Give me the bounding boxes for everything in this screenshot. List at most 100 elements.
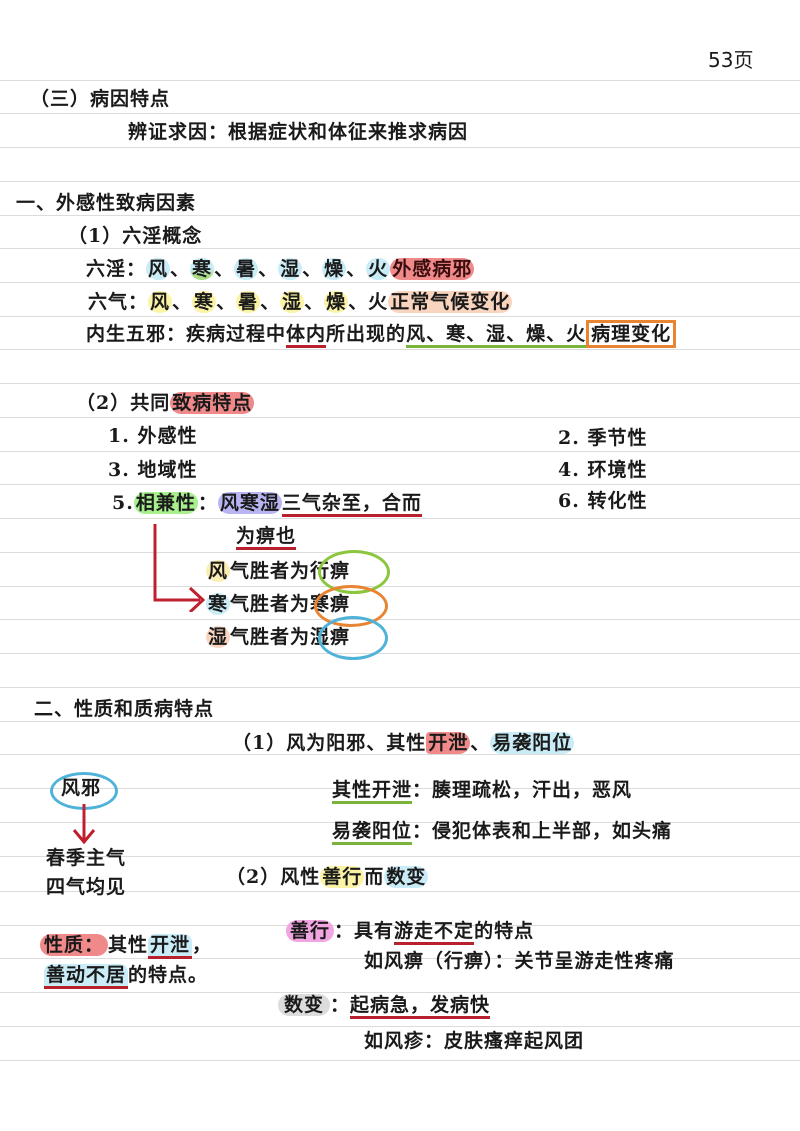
rule-line	[0, 181, 800, 182]
shubian-example: 如风疹：皮肤瘙痒起风团	[364, 1030, 585, 1052]
liuqi-item: 火	[368, 291, 389, 313]
shanxing-example: 如风痹（行痹）：关节呈游走性疼痛	[364, 950, 675, 972]
shanxing-row: 善行：具有游走不定的特点	[286, 918, 535, 945]
liuyin-item: 暑	[234, 258, 259, 280]
liuyin-item: 风	[146, 258, 171, 280]
arrow-icon	[153, 524, 206, 612]
liuqi-item: 暑	[236, 291, 261, 313]
rule-line	[0, 822, 800, 823]
part2-title: 二、性质和质病特点	[34, 698, 215, 720]
neisheng-pre: 疾病过程中	[186, 323, 287, 345]
bi-lead: 湿	[206, 626, 231, 648]
feature-item: 6. 转化性	[558, 490, 648, 512]
nature-hl1: 开泄	[148, 934, 193, 959]
rule-line	[0, 856, 800, 857]
wind-yang-title: （1）风为阳邪、其性开泄、易袭阳位	[232, 730, 575, 756]
nature-text2: 的特点。	[128, 964, 209, 986]
neisheng-underlined: 体内	[286, 323, 327, 348]
nature-row2: 善动不居的特点。	[44, 962, 209, 989]
rule-line	[0, 349, 800, 350]
kaixie-label: 其性开泄	[332, 779, 413, 804]
shanxing-pre: 具有	[354, 920, 395, 942]
wind-move-hl2: 数变	[384, 866, 429, 888]
wind-move-mid: 而	[364, 866, 385, 888]
wind-evil-label: 风邪	[61, 777, 102, 799]
wind-move-title: （2）风性善行而数变	[226, 864, 429, 890]
feature-item-5-num: 5.	[112, 492, 134, 514]
rule-line	[0, 687, 800, 688]
rule-line	[0, 80, 800, 81]
neisheng-items: 风、寒、湿、燥、火	[406, 323, 587, 348]
shanxing-post: 的特点	[474, 920, 535, 942]
rule-line	[0, 316, 800, 317]
part1-title: 一、外感性致病因素	[16, 192, 197, 214]
liuyin-item: 湿	[278, 258, 303, 280]
neisheng-label: 内生五邪：	[86, 323, 187, 345]
liuqi-note: 正常气候变化	[388, 291, 513, 313]
feature-item: 4. 环境性	[558, 459, 648, 481]
wind-move-prefix: （2）风性	[226, 866, 321, 888]
rule-line	[0, 925, 800, 926]
common-features-highlight: 致病特点	[170, 392, 255, 414]
bi-lead: 风	[206, 560, 231, 582]
arrow-down-icon	[72, 804, 96, 844]
liuqi-item: 燥	[324, 291, 349, 313]
shanxing-label: 善行	[286, 920, 335, 942]
wind-yang-hl2: 易袭阳位	[490, 732, 575, 754]
liuqi-item: 湿	[280, 291, 305, 313]
left-note-line1: 春季主气	[46, 847, 127, 869]
shubian-underlined: 起病急，发病快	[350, 994, 491, 1019]
yangwei-row: 易袭阳位：侵犯体表和上半部，如头痛	[332, 818, 672, 845]
liuyin-note: 外感病邪	[390, 258, 475, 280]
bi-mid: 气胜者为	[230, 626, 311, 648]
kaixie-text: ：腠理疏松，汗出，恶风	[412, 779, 633, 801]
feature-item-5-text: 三气杂至，合而	[281, 492, 422, 517]
wind-move-hl1: 善行	[320, 866, 365, 888]
feature-item: 1. 外感性	[108, 425, 198, 447]
rule-line	[0, 653, 800, 654]
colon: ：	[334, 920, 355, 942]
feature-item-5-label: 相兼性	[133, 492, 198, 514]
rule-line	[0, 1060, 800, 1061]
liuqi-label: 六气：	[88, 291, 149, 313]
rule-line	[0, 451, 800, 452]
feature-item: 2. 季节性	[558, 427, 648, 449]
neisheng-row: 内生五邪：疾病过程中体内所出现的风、寒、湿、燥、火病理变化	[86, 320, 677, 348]
liuyin-concept-title: （1）六淫概念	[68, 225, 203, 247]
rule-line	[0, 383, 800, 384]
liuyin-row: 六淫：风、寒、暑、湿、燥、火外感病邪	[86, 258, 475, 280]
liuqi-row: 六气：风、寒、暑、湿、燥、火正常气候变化	[88, 291, 513, 313]
page-number: 53页	[708, 48, 754, 72]
shanxing-underlined: 游走不定	[394, 920, 475, 945]
bi-mid: 气胜者为	[230, 560, 311, 582]
feature-item-5-text2-content: 为痹也	[236, 525, 297, 550]
liuyin-item: 寒	[190, 258, 215, 280]
rule-line	[0, 417, 800, 418]
rule-line	[0, 891, 800, 892]
rule-line	[0, 992, 800, 993]
comma: ，	[192, 934, 213, 956]
common-features-title: （2）共同致病特点	[76, 390, 255, 416]
section-title: （三）病因特点	[30, 88, 171, 110]
rule-line	[0, 619, 800, 620]
left-note-line2: 四气均见	[46, 876, 127, 898]
bi-mid: 气胜者为	[230, 593, 311, 615]
colon: ：	[330, 994, 351, 1016]
feature-item-5-highlight: 风寒湿	[217, 492, 282, 514]
nature-hl2: 善动不居	[44, 964, 129, 989]
liuyin-item: 燥	[322, 258, 347, 280]
liuyin-item: 火	[366, 258, 391, 280]
wind-yang-hl1: 开泄	[426, 732, 471, 754]
rule-line	[0, 1026, 800, 1027]
rule-line	[0, 518, 800, 519]
rule-line	[0, 721, 800, 722]
circle-highlight	[318, 616, 388, 660]
kaixie-row: 其性开泄：腠理疏松，汗出，恶风	[332, 777, 633, 804]
separator: 、	[470, 732, 491, 754]
neisheng-note: 病理变化	[586, 320, 677, 348]
rule-line	[0, 788, 800, 789]
yangwei-label: 易袭阳位	[332, 820, 413, 845]
rule-line	[0, 586, 800, 587]
nature-row1: 性质：其性开泄，	[40, 932, 213, 959]
common-features-prefix: （2）共同	[76, 392, 171, 414]
